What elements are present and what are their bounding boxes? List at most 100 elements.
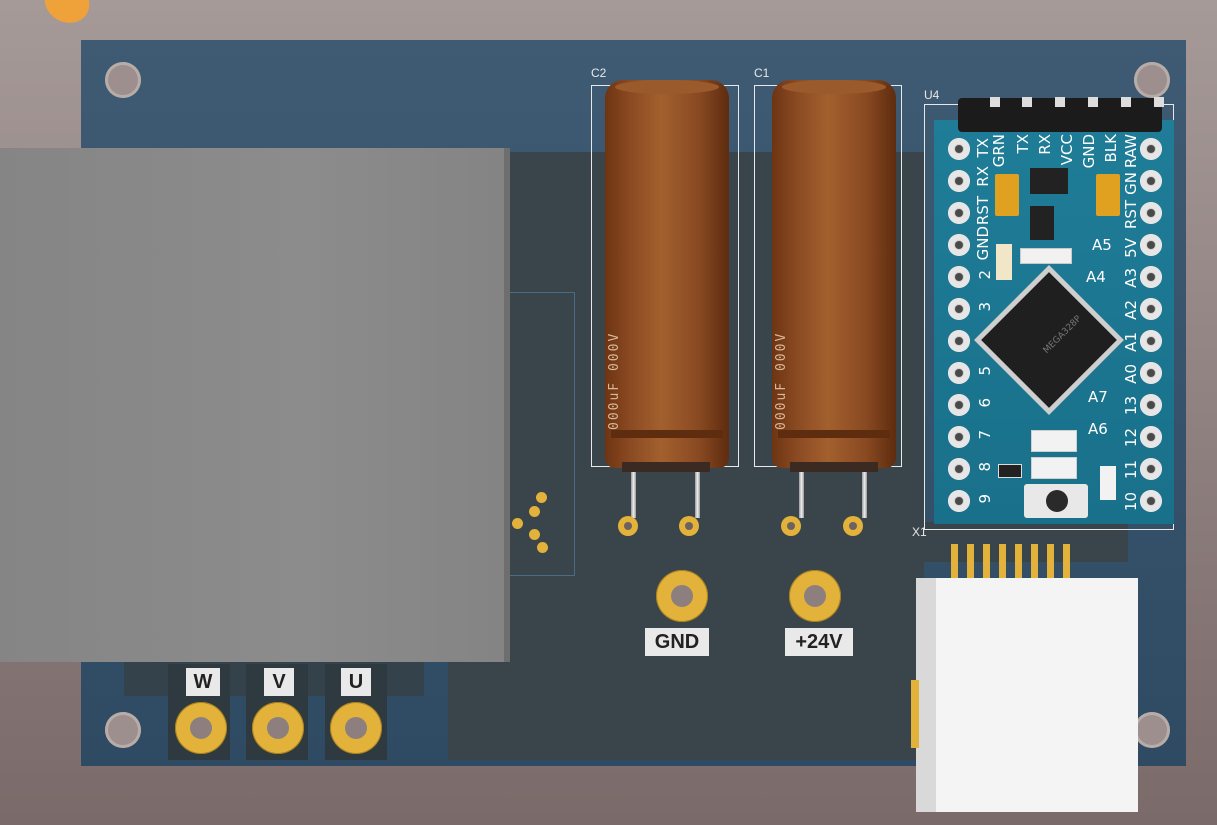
small-led <box>1100 466 1116 500</box>
arduino-hole-right <box>1140 330 1162 352</box>
capacitor-c1-marking: 000uF 000V <box>774 331 789 430</box>
arduino-hole-left <box>948 362 970 384</box>
motor-v-pad <box>252 702 304 754</box>
header-pin <box>990 97 1000 107</box>
arduino-hole-right <box>1140 298 1162 320</box>
hdr-label-rx: RX <box>1036 134 1054 155</box>
pin-label-raw: RAW <box>1122 134 1140 169</box>
arduino-hole-left <box>948 394 970 416</box>
pin-label-a6: A6 <box>1088 420 1108 438</box>
trace-outline <box>510 292 575 576</box>
c1-lead-left <box>799 470 804 518</box>
arduino-hole-right <box>1140 490 1162 512</box>
pin-label-a4: A4 <box>1086 268 1106 286</box>
pin-label-gnd-left: GND <box>974 226 992 261</box>
pin-label-5: 5 <box>976 366 994 376</box>
header-pin <box>1022 97 1032 107</box>
pin-label-5v: 5V <box>1122 238 1140 258</box>
ref-c1: C1 <box>754 66 770 80</box>
connector-pin <box>1015 544 1022 582</box>
pin-label-8: 8 <box>976 462 994 472</box>
crystal-oscillator <box>1020 248 1072 264</box>
resistor-small <box>998 464 1022 478</box>
c1-base <box>790 462 878 472</box>
connector-pin <box>999 544 1006 582</box>
connector-pin <box>1063 544 1070 582</box>
c2-lead-left <box>631 470 636 518</box>
connector-pin <box>967 544 974 582</box>
arduino-hole-right <box>1140 394 1162 416</box>
c1-pad-1 <box>781 516 801 536</box>
gnd-label: GND <box>645 628 709 656</box>
tantalum-cap-right <box>1096 174 1120 216</box>
motor-u-label: U <box>341 668 371 696</box>
arduino-hole-right <box>1140 234 1162 256</box>
pin-label-a3: A3 <box>1122 268 1140 288</box>
arduino-hole-left <box>948 426 970 448</box>
reset-button-knob[interactable] <box>1046 490 1068 512</box>
c1-lead-right <box>862 470 867 518</box>
connector-pin <box>1031 544 1038 582</box>
hdr-label-grn: GRN <box>990 134 1008 168</box>
connector-pin <box>951 544 958 582</box>
pin-label-a1: A1 <box>1122 332 1140 352</box>
mounting-hole-bottom-right <box>1134 712 1170 748</box>
mounting-hole-bottom-left <box>105 712 141 748</box>
copper-pour-right <box>924 522 1128 562</box>
smd-component <box>1031 430 1077 452</box>
pin-label-7: 7 <box>976 430 994 440</box>
connector-pin <box>983 544 990 582</box>
arduino-hole-left <box>948 298 970 320</box>
v24-label: +24V <box>785 628 853 656</box>
arduino-hole-left <box>948 490 970 512</box>
c2-base <box>622 462 710 472</box>
arduino-hole-right <box>1140 426 1162 448</box>
pin-label-a5: A5 <box>1092 236 1112 254</box>
resistor-chip <box>1030 206 1054 240</box>
heatsink <box>0 148 510 662</box>
arduino-hole-right <box>1140 138 1162 160</box>
hdr-label-gnd: GND <box>1080 134 1098 169</box>
ref-u4: U4 <box>924 88 940 102</box>
motor-w-pad <box>175 702 227 754</box>
capacitor-c2: 000uF 000V <box>605 80 729 468</box>
hdr-label-vcc: VCC <box>1058 134 1076 166</box>
gnd-terminal-pad <box>656 570 708 622</box>
motor-v-label: V <box>264 668 294 696</box>
c2-pad-2 <box>679 516 699 536</box>
arduino-hole-left <box>948 202 970 224</box>
c2-pad-1 <box>618 516 638 536</box>
arduino-hole-left <box>948 170 970 192</box>
c1-pad-2 <box>843 516 863 536</box>
header-pin <box>1121 97 1131 107</box>
arduino-hole-left <box>948 458 970 480</box>
pin-label-rst-left: RST <box>974 196 992 226</box>
pin-label-10: 10 <box>1122 492 1140 512</box>
v24-terminal-pad <box>789 570 841 622</box>
pin-label-6: 6 <box>976 398 994 408</box>
tantalum-cap-left <box>995 174 1019 216</box>
reset-button[interactable] <box>1024 484 1088 518</box>
capacitor-c2-marking: 000uF 000V <box>607 331 622 430</box>
ref-c2: C2 <box>591 66 607 80</box>
header-pin <box>1055 97 1065 107</box>
pin-label-9: 9 <box>976 494 994 504</box>
via <box>529 529 540 540</box>
arduino-hole-right <box>1140 202 1162 224</box>
pin-label-11: 11 <box>1122 460 1140 480</box>
connector-pin <box>1047 544 1054 582</box>
pin-label-12: 12 <box>1122 428 1140 448</box>
arduino-hole-right <box>1140 266 1162 288</box>
mounting-hole-top-right <box>1134 62 1170 98</box>
via <box>536 492 547 503</box>
header-pin <box>1088 97 1098 107</box>
c2-lead-right <box>695 470 700 518</box>
pin-label-rx-left: RX <box>974 166 992 187</box>
connector-side-tab <box>911 680 919 748</box>
arduino-hole-right <box>1140 458 1162 480</box>
pin-label-3: 3 <box>976 302 994 312</box>
pin-label-gn: GN <box>1122 172 1140 195</box>
pin-label-a2: A2 <box>1122 300 1140 320</box>
arduino-hole-left <box>948 330 970 352</box>
pin-label-13: 13 <box>1122 396 1140 416</box>
